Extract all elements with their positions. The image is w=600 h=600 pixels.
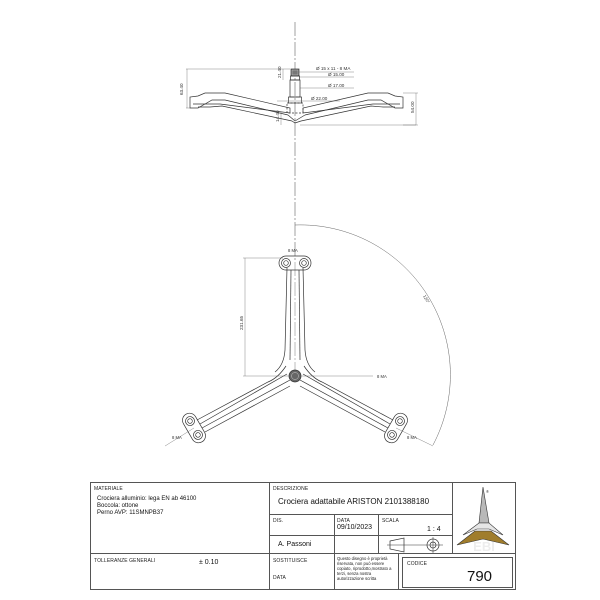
svg-text:14.40: 14.40 xyxy=(275,110,280,122)
technical-drawing: Ø 15 x 11 - 8 MA Ø 15.00 Ø 17.00 Ø 22.00… xyxy=(164,22,451,447)
logo-cell: ® EBI xyxy=(453,483,515,554)
side-view-dimensions xyxy=(186,68,418,126)
svg-text:Ø 17.00: Ø 17.00 xyxy=(328,83,345,88)
projection-symbol-icon xyxy=(387,537,443,553)
data-label: DATA xyxy=(337,518,350,524)
svg-text:8 MA: 8 MA xyxy=(377,374,387,379)
descrizione-cell: DESCRIZIONE Crociera adattabile ARISTON … xyxy=(270,483,453,515)
dis-value: A. Passoni xyxy=(278,541,312,548)
codice-value: 790 xyxy=(467,568,493,585)
svg-text:8 MA: 8 MA xyxy=(288,248,298,253)
data-cell: DATA 09/10/2023 xyxy=(335,515,379,554)
top-view-dimensions xyxy=(164,224,451,447)
svg-text:8 MA: 8 MA xyxy=(172,435,182,440)
top-view xyxy=(182,255,408,444)
svg-text:54.00: 54.00 xyxy=(410,101,415,113)
materiale-line: Boccola: ottone xyxy=(97,503,139,509)
dis-label: DIS. xyxy=(273,518,284,524)
scala-label: SCALA xyxy=(382,518,399,524)
scala-value: 1 : 4 xyxy=(427,526,441,533)
materiale-line: Perno AVP: 11SMNPB37 xyxy=(97,510,164,516)
materiale-line: Crociera alluminio: lega EN ab 46100 xyxy=(97,496,197,502)
side-view-labels: Ø 15 x 11 - 8 MA Ø 15.00 Ø 17.00 Ø 22.00… xyxy=(179,66,415,122)
copyright-notice: Questo disegno è proprietà riservata, no… xyxy=(337,556,392,581)
notice-cell: Questo disegno è proprietà riservata, no… xyxy=(335,554,399,590)
tolleranze-cell: TOLLERANZE GENERALI ± 0.10 xyxy=(91,554,270,590)
descrizione-value: Crociera adattabile ARISTON 2101388180 xyxy=(278,497,430,506)
data-value: 09/10/2023 xyxy=(337,524,373,531)
data2-label: DATA xyxy=(273,575,286,581)
tolleranze-value: ± 0.10 xyxy=(199,559,219,566)
tolleranze-label: TOLLERANZE GENERALI xyxy=(94,558,156,564)
svg-text:8 MA: 8 MA xyxy=(407,435,417,440)
svg-text:®: ® xyxy=(486,489,489,494)
sostituisce-label: SOSTITUISCE xyxy=(273,558,308,564)
codice-label: CODICE xyxy=(407,561,428,567)
svg-text:Ø 15.00: Ø 15.00 xyxy=(328,72,345,77)
sostituisce-cell: SOSTITUISCE DATA xyxy=(270,554,335,590)
dis-cell: DIS. A. Passoni xyxy=(270,515,335,554)
title-block: MATERIALE Crociera alluminio: lega EN ab… xyxy=(90,482,516,590)
descrizione-label: DESCRIZIONE xyxy=(273,486,309,492)
svg-text:EBI: EBI xyxy=(473,539,495,553)
svg-text:231.65: 231.65 xyxy=(239,316,244,330)
svg-text:Ø 15 x 11 - 8 MA: Ø 15 x 11 - 8 MA xyxy=(316,66,351,71)
materiale-label: MATERIALE xyxy=(94,486,123,492)
ebi-logo-icon: ® EBI xyxy=(456,486,510,554)
codice-cell: CODICE 790 xyxy=(402,557,513,588)
svg-text:21.40: 21.40 xyxy=(277,66,282,78)
side-view xyxy=(189,68,404,124)
svg-text:120°: 120° xyxy=(422,294,431,304)
top-view-labels: 8 MA 8 MA 8 MA 8 MA 231.65 120° xyxy=(172,248,431,440)
scala-cell: SCALA 1 : 4 xyxy=(379,515,453,554)
materiale-cell: MATERIALE Crociera alluminio: lega EN ab… xyxy=(91,483,270,554)
svg-text:63.40: 63.40 xyxy=(179,83,184,95)
svg-text:Ø 22.00: Ø 22.00 xyxy=(311,96,328,101)
